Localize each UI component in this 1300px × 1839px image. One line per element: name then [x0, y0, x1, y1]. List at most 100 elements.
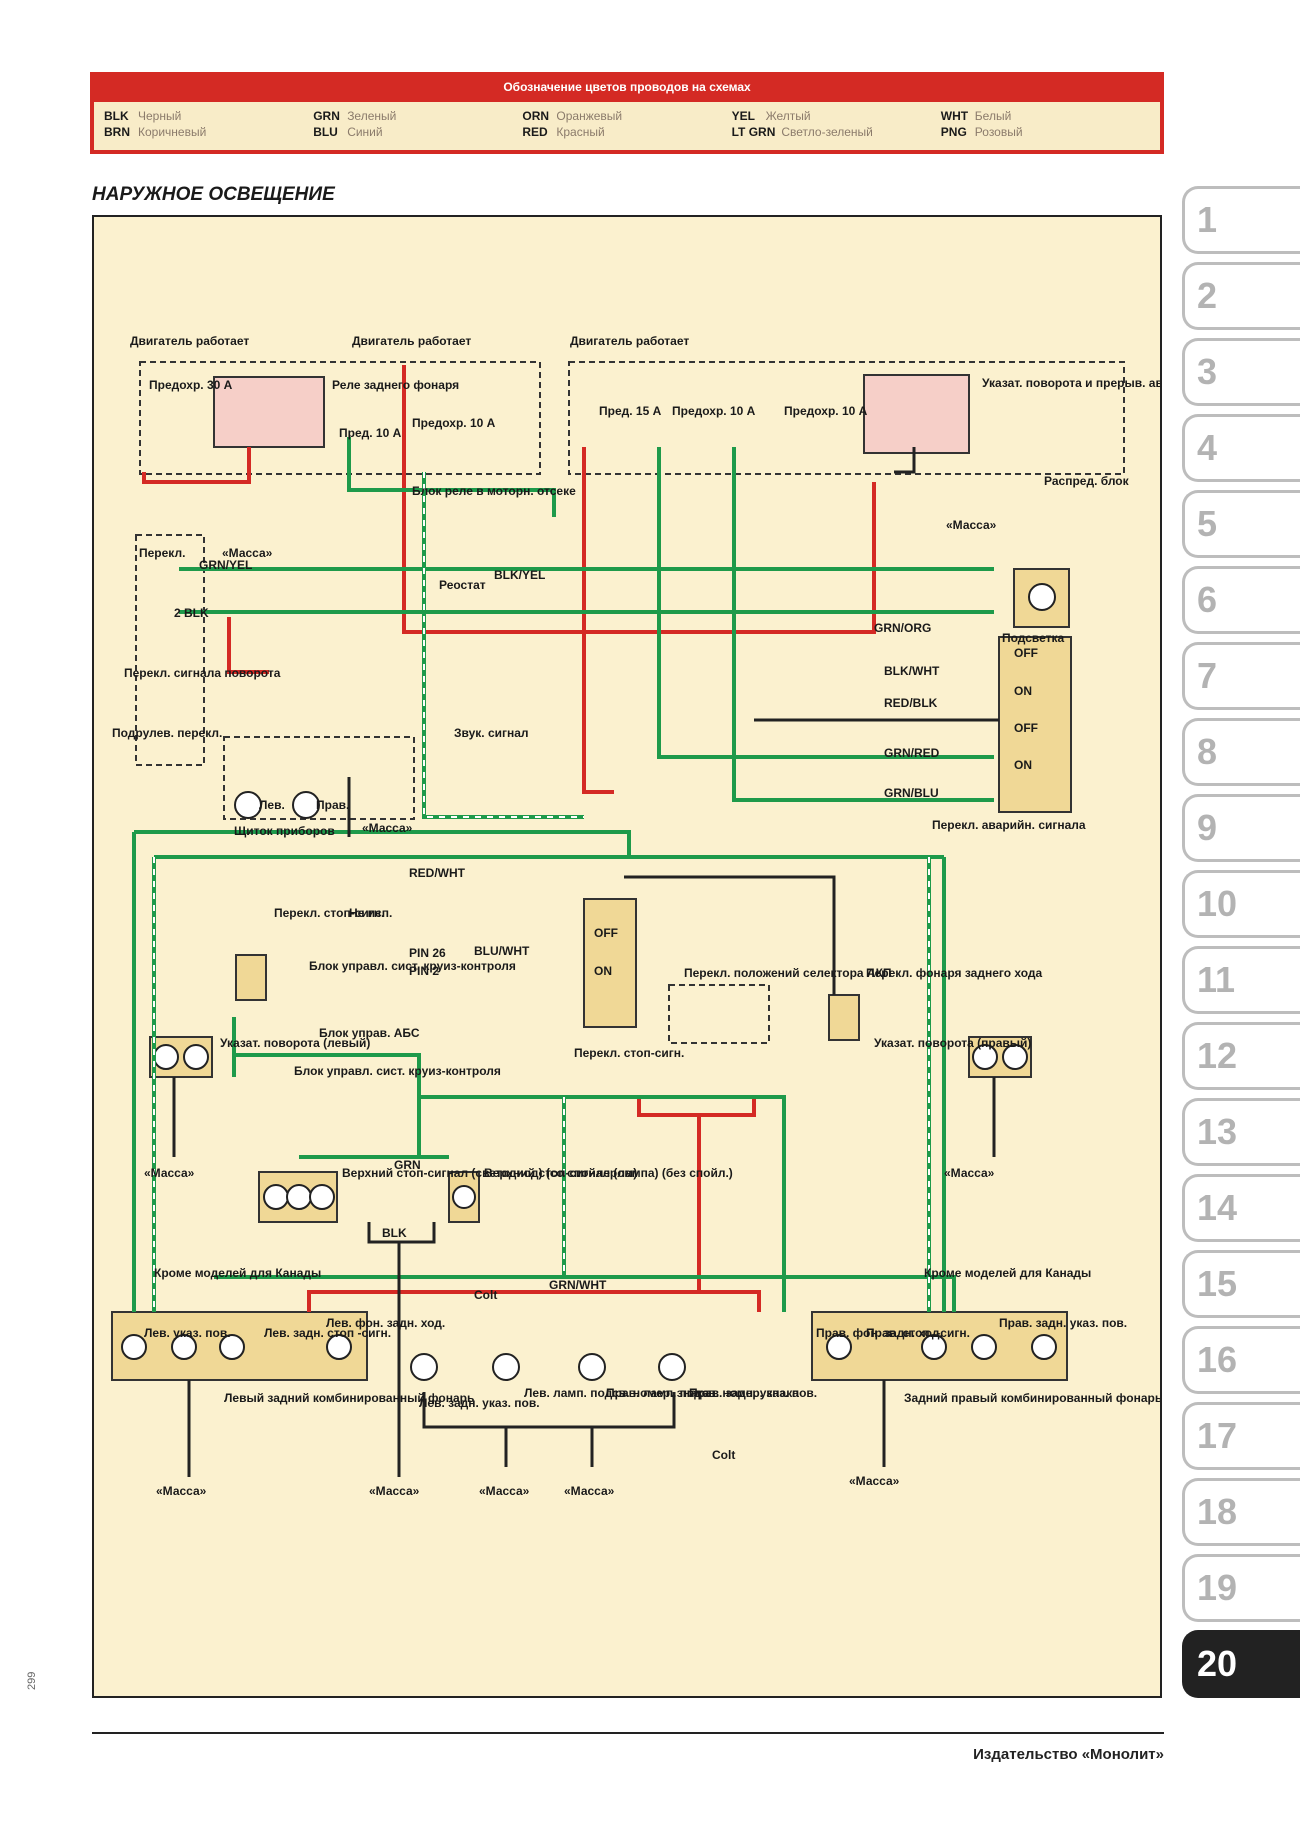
chapter-tab-2[interactable]: 2: [1182, 262, 1300, 330]
legend-color-name: Черный: [138, 109, 182, 123]
l-reverse-label: Лев. фон. задн. ход.: [326, 1316, 445, 1330]
chapter-tab-8[interactable]: 8: [1182, 718, 1300, 786]
rear-lamp-relay: [213, 376, 325, 448]
chapter-tab-13[interactable]: 13: [1182, 1098, 1300, 1166]
legend-color-name: Красный: [556, 125, 605, 139]
hazard-switch-label: Перекл. аварийн. сигнала: [932, 818, 1086, 832]
ground-label-6: «Масса»: [156, 1484, 207, 1498]
grn-wht-wire-2: [422, 472, 584, 819]
engine-label-1: Двигатель работает: [130, 334, 249, 348]
cluster-left-label: Лев.: [259, 798, 285, 812]
reverse-switch: [828, 994, 860, 1041]
chapter-tab-9[interactable]: 9: [1182, 794, 1300, 862]
on-label-2: ON: [1014, 758, 1032, 772]
cluster-right-lamp: [292, 791, 320, 819]
ground-label-3: «Масса»: [362, 821, 413, 835]
l-combo-bulb-4: [326, 1334, 352, 1360]
chapter-tab-label: 14: [1197, 1187, 1238, 1228]
led-1: [263, 1184, 289, 1210]
turn-left-label: Указат. поворота (левый): [220, 1036, 370, 1050]
ground-label-2: «Масса»: [946, 518, 997, 532]
wire-grn-yel: GRN/YEL: [199, 558, 252, 572]
turn-switch-label: Перекл. сигнала поворота: [124, 666, 281, 680]
wire-red-wht: RED/WHT: [409, 866, 466, 880]
legend-title: Обозначение цветов проводов на схемах: [94, 76, 1160, 102]
chapter-tab-20[interactable]: 20: [1182, 1630, 1300, 1698]
fuse10a-label: Пред. 10 А: [339, 426, 402, 440]
chapter-tab-5[interactable]: 5: [1182, 490, 1300, 558]
ground-label-5: «Масса»: [944, 1166, 995, 1180]
wire-blk-2: 2 BLK: [174, 606, 209, 620]
green-wire-1: [347, 437, 556, 517]
not-used-label: Не исп.: [349, 906, 392, 920]
l-rear-turn-bulb: [410, 1353, 438, 1381]
except-canada-left: Кроме моделей для Канады: [154, 1266, 321, 1280]
legend-code: PNG: [940, 125, 967, 139]
grn-wht-stripe-2: [423, 472, 584, 818]
chapter-tab-17[interactable]: 17: [1182, 1402, 1300, 1470]
chapter-tab-6[interactable]: 6: [1182, 566, 1300, 634]
rheostat-label: Реостат: [439, 578, 486, 592]
red-wire-5: [637, 1097, 756, 1117]
ground-label-1: «Масса»: [222, 546, 273, 560]
green-wire-14: [214, 1275, 956, 1312]
legend-code: LT GRN: [731, 125, 776, 139]
on-label-1: ON: [1014, 684, 1032, 698]
chapter-tab-12[interactable]: 12: [1182, 1022, 1300, 1090]
chapter-tab-label: 12: [1197, 1035, 1238, 1076]
colt-label-2: Colt: [712, 1448, 735, 1462]
legend-code: GRN: [313, 109, 340, 123]
l-combo-bulb-2: [171, 1334, 197, 1360]
chapter-tab-3[interactable]: 3: [1182, 338, 1300, 406]
chapter-tab-15[interactable]: 15: [1182, 1250, 1300, 1318]
chapter-tab-16[interactable]: 16: [1182, 1326, 1300, 1394]
r-stop-label: Прав. стоп. -сигн.: [866, 1326, 970, 1340]
page-number: 299: [26, 1671, 38, 1690]
r-reverse-label: Прав. фон. задн. ход.: [816, 1326, 943, 1340]
cruise-unit-label: Блок управл. сист. круиз-контроля: [309, 959, 516, 973]
turn-flasher-relay: [863, 374, 970, 454]
chapter-tab-19[interactable]: 19: [1182, 1554, 1300, 1622]
abs-unit-label: Блок управ. АБС: [319, 1026, 420, 1040]
off-label-3: OFF: [594, 926, 618, 940]
l-turn-pos-label: Лев. указ. пов.: [144, 1326, 231, 1340]
wire-grn-org: GRN/ORG: [874, 621, 931, 635]
chapter-tab-10[interactable]: 10: [1182, 870, 1300, 938]
high-stop-led-label: Верхний стоп-сигнал (светодиод) (со спой…: [342, 1166, 637, 1180]
chapter-tab-1[interactable]: 1: [1182, 186, 1300, 254]
dist-block-label: Распред. блок: [1044, 474, 1130, 488]
l-rear-stop-label: Лев. задн. стоп -сигн.: [264, 1326, 391, 1340]
chapter-tab-11[interactable]: 11: [1182, 946, 1300, 1014]
chapter-tab-label: 4: [1197, 427, 1218, 468]
legend-color-name: Синий: [347, 125, 383, 139]
section-title: НАРУЖНОЕ ОСВЕЩЕНИЕ: [92, 184, 335, 205]
chapter-tab-14[interactable]: 14: [1182, 1174, 1300, 1242]
high-stop-lamp-label: Верхний стоп-сигнал (лампа) (без спойл.): [484, 1166, 733, 1180]
wire-grn: GRN: [394, 1158, 421, 1172]
r-plate-label: Прав. ламп. подсв. номер. знака: [606, 1386, 799, 1400]
reverse-switch-label: Перекл. фонаря заднего хода: [866, 966, 1043, 980]
red-wire-6: [307, 1115, 701, 1312]
engine-label-2: Двигатель работает: [352, 334, 471, 348]
black-wire-4: [422, 1392, 676, 1429]
dist-block-box: [568, 361, 1125, 475]
green-wire-12: [417, 1095, 786, 1312]
chapter-tab-7[interactable]: 7: [1182, 642, 1300, 710]
fuse10b-label: Предохр. 10 А: [412, 416, 496, 430]
ground-label-8: «Масса»: [479, 1484, 530, 1498]
off-label-1: OFF: [1014, 646, 1038, 660]
chapter-tab-18[interactable]: 18: [1182, 1478, 1300, 1546]
cluster-right-label: Прав.: [316, 798, 349, 812]
chapter-tab-label: 10: [1197, 883, 1238, 924]
chapter-tab-4[interactable]: 4: [1182, 414, 1300, 482]
legend-color-name: Оранжевый: [556, 109, 623, 123]
chapter-tab-label: 3: [1197, 351, 1218, 392]
r-combo-bulb-4: [1031, 1334, 1057, 1360]
right-rear-combo-label: Задний правый комбинированный фонарь: [904, 1391, 1160, 1405]
